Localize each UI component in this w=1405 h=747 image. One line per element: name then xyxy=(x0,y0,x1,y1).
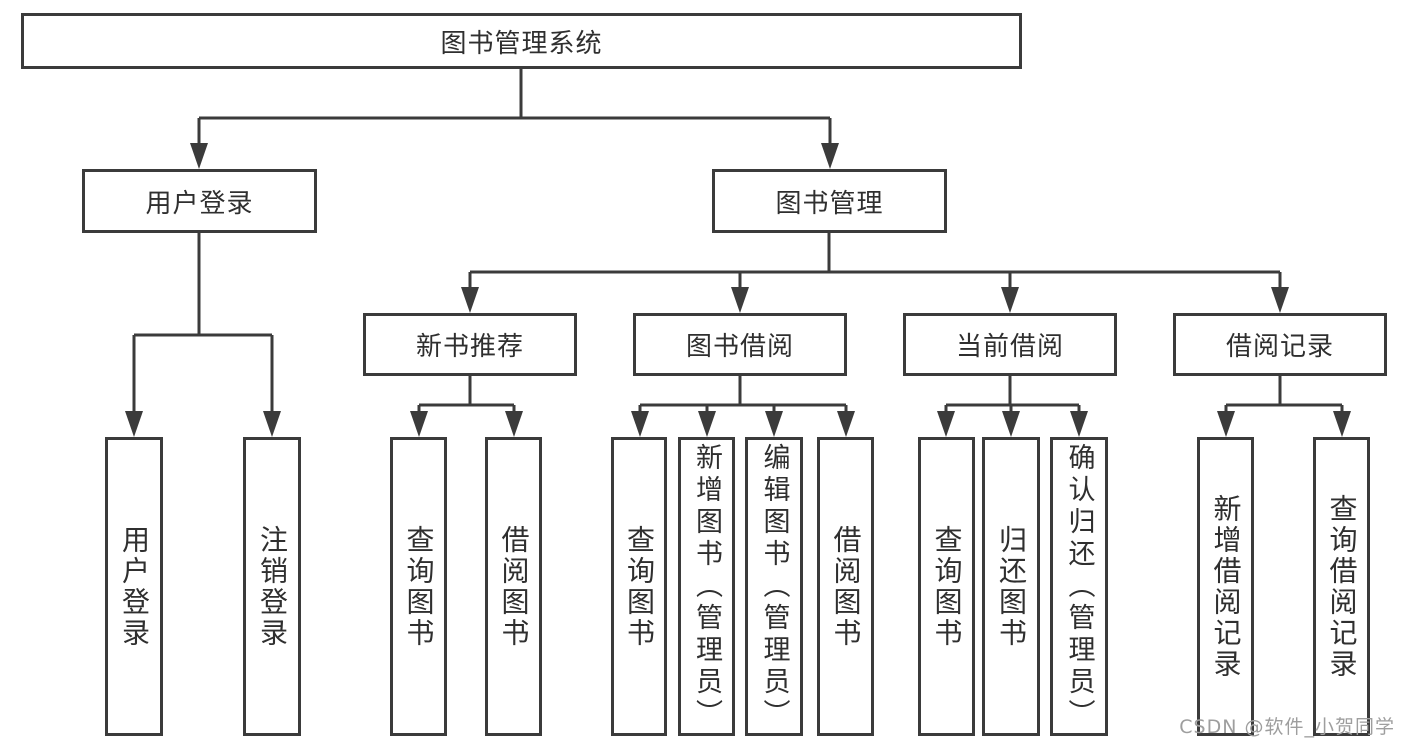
node-book-borrowing: 图书借阅 xyxy=(633,313,847,376)
leaf-label: 注销登录 xyxy=(256,524,289,649)
node-label: 图书管理 xyxy=(775,188,884,219)
node-borrowing-records: 借阅记录 xyxy=(1173,313,1387,376)
leaf-borrow-books-recommendation: 借阅图书 xyxy=(485,437,542,736)
leaf-label: 用户登录 xyxy=(118,524,151,649)
node-label: 图书借阅 xyxy=(685,332,794,362)
leaf-query-books-borrowing: 查询图书 xyxy=(611,437,667,736)
leaf-query-books-current: 查询图书 xyxy=(918,437,975,736)
leaf-label: 归还图书 xyxy=(995,524,1028,649)
connector-segments xyxy=(132,69,1344,413)
leaf-add-books-admin: 新增图书（管理员） xyxy=(678,437,735,736)
leaf-query-borrowing-record: 查询借阅记录 xyxy=(1313,437,1370,736)
csdn-watermark: CSDN @软件_小贺同学 xyxy=(1179,716,1395,738)
node-user-login: 用户登录 xyxy=(82,169,317,233)
leaf-label: 编辑图书（管理员） xyxy=(758,442,790,731)
leaf-label: 查询图书 xyxy=(402,524,436,649)
node-book-management: 图书管理 xyxy=(712,169,947,233)
leaf-return-books: 归还图书 xyxy=(982,437,1040,736)
node-library-management-system: 图书管理系统 xyxy=(21,13,1022,69)
node-label: 借阅记录 xyxy=(1225,332,1334,362)
leaf-borrow-books: 借阅图书 xyxy=(817,437,874,736)
leaf-label: 新增图书（管理员） xyxy=(691,442,722,731)
arrowheads xyxy=(125,143,1351,437)
leaf-confirm-return-admin: 确认归还（管理员） xyxy=(1050,437,1108,736)
leaf-logout-login: 注销登录 xyxy=(243,437,301,736)
leaf-edit-books-admin: 编辑图书（管理员） xyxy=(745,437,803,736)
leaf-label: 新增借阅记录 xyxy=(1209,493,1243,680)
leaf-label: 查询图书 xyxy=(623,524,656,649)
node-label: 新书推荐 xyxy=(415,332,524,362)
leaf-add-borrowing-record: 新增借阅记录 xyxy=(1197,437,1254,736)
node-label: 用户登录 xyxy=(145,188,254,219)
node-label: 当前借阅 xyxy=(955,332,1064,362)
node-current-borrowing: 当前借阅 xyxy=(903,313,1117,376)
leaf-label: 查询图书 xyxy=(930,524,964,649)
leaf-label: 借阅图书 xyxy=(829,524,863,649)
leaf-label: 确认归还（管理员） xyxy=(1063,442,1095,731)
leaf-user-login: 用户登录 xyxy=(105,437,163,736)
leaf-query-books-recommendation: 查询图书 xyxy=(390,437,447,736)
node-new-book-recommendation: 新书推荐 xyxy=(363,313,577,376)
node-label: 图书管理系统 xyxy=(440,28,603,59)
leaf-label: 借阅图书 xyxy=(497,524,531,649)
leaf-label: 查询借阅记录 xyxy=(1325,493,1359,680)
